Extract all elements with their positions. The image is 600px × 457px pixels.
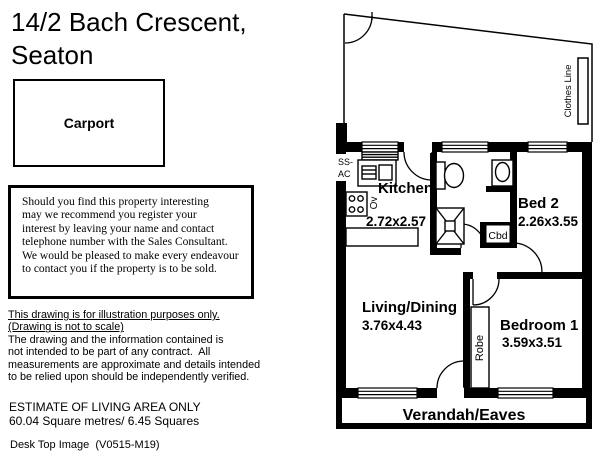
sink-icon	[357, 159, 397, 187]
bed2-dims: 2.26x3.55	[518, 214, 579, 229]
windows	[357, 141, 568, 399]
door-arcs	[403, 151, 543, 389]
clothes-line: Clothes Line	[563, 57, 589, 125]
oven-label: Ov	[369, 197, 380, 210]
wall-bathroom-left	[430, 152, 437, 255]
robe-label: Robe	[474, 335, 486, 361]
ac-wall-notch	[336, 154, 361, 181]
bathroom-fixtures	[435, 159, 514, 245]
robe: Robe	[470, 306, 490, 389]
window-bed2	[527, 141, 568, 153]
door-openings	[404, 141, 464, 399]
verandah-label: Verandah/Eaves	[403, 407, 526, 424]
window-sill	[361, 151, 399, 161]
living-area-estimate: ESTIMATE OF LIVING AREA ONLY 60.04 Squar…	[9, 400, 201, 428]
disclaimer-underlined-line: (Drawing is not to scale)	[8, 321, 124, 334]
notice-box: Should you find this property interestin…	[8, 185, 254, 299]
cupboard-label: Cbd	[488, 230, 507, 242]
stove-icon	[345, 191, 368, 217]
yard-outline	[343, 13, 593, 142]
wall-right	[582, 142, 592, 398]
cupboard: Cbd	[480, 222, 516, 248]
disclaimer: This drawing is for illustration purpose…	[8, 309, 260, 383]
kitchen-door-arc	[403, 151, 433, 181]
living-dims: 3.76x4.43	[362, 318, 423, 333]
notice-line: We would be pleased to make every endeav…	[22, 249, 239, 262]
bedroom1-door-arc	[472, 278, 500, 306]
living-label: Living/Dining	[362, 299, 457, 316]
yard-wall-stub	[336, 123, 347, 143]
page-title-line1: 14/2 Bach Crescent,	[11, 7, 247, 37]
disclaimer-line: The drawing and the information containe…	[8, 333, 224, 346]
window-bathroom	[441, 141, 489, 153]
gate-door-arc	[344, 12, 373, 44]
notice-line: interest by leaving your name and contac…	[22, 222, 215, 235]
kitchen-bench	[345, 227, 419, 247]
front-door-arc	[436, 360, 465, 389]
window-kitchen	[361, 141, 399, 153]
window-living	[357, 387, 418, 399]
shower-icon	[435, 207, 465, 245]
window-bedroom1	[497, 387, 554, 399]
wall-left	[336, 142, 346, 398]
wall-living-bedroom1	[463, 272, 470, 398]
ac-label: AC	[338, 169, 351, 179]
disclaimer-line: to be relied upon should be independentl…	[8, 371, 250, 384]
estimate-value: 60.04 Square metres/ 6.45 Squares	[9, 413, 200, 428]
wall-hall-bedroom1	[497, 272, 592, 279]
bedroom1-label: Bedroom 1	[500, 317, 578, 334]
bedroom1-dims: 3.59x3.51	[502, 335, 563, 350]
page-title-line2: Seaton	[11, 40, 94, 70]
toilet-icon	[435, 161, 465, 190]
basin-icon	[491, 159, 514, 187]
verandah-outline	[336, 398, 592, 429]
kitchen-dims: 2.72x2.57	[366, 214, 426, 229]
bed2-label: Bed 2	[518, 195, 559, 212]
estimate-heading: ESTIMATE OF LIVING AREA ONLY	[9, 400, 201, 414]
wall-bathroom-bottom	[430, 248, 461, 255]
notice-line: may we recommend you register your	[22, 209, 197, 222]
page-title: 14/2 Bach Crescent, Seaton	[11, 6, 247, 72]
kitchen-fixtures	[336, 151, 419, 247]
bed2-door-arc	[511, 242, 543, 273]
image-code: Desk Top Image (V0515-M19)	[10, 439, 160, 451]
notice-line: Should you find this property interestin…	[22, 196, 209, 208]
carport-box: Carport	[13, 79, 165, 167]
disclaimer-line: not intended to be part of any contract.…	[8, 346, 211, 359]
notice-line: to contact you if the property is to be …	[22, 263, 217, 276]
kitchen-label: Kitchen	[378, 180, 433, 197]
wall-basin-nook	[486, 186, 517, 192]
wall-bathroom-bed2	[510, 152, 517, 248]
carport-label: Carport	[63, 115, 115, 131]
disclaimer-underlined-line: This drawing is for illustration purpose…	[8, 309, 220, 321]
clothes-line-label: Clothes Line	[563, 65, 574, 118]
notice-line: telephone number with the Sales Consulta…	[22, 236, 228, 249]
ss-label: SS-	[338, 157, 353, 167]
disclaimer-line: measurements are approximate and details…	[8, 358, 261, 371]
